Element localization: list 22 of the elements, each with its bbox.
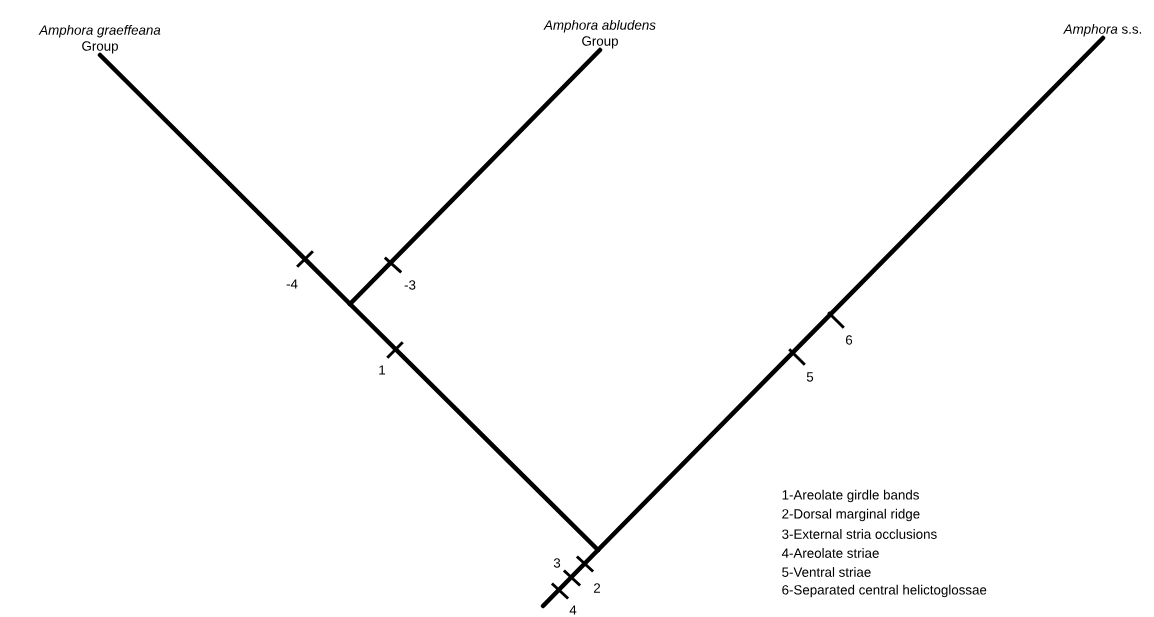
branch-line xyxy=(595,35,1106,553)
taxon-label: Amphora abludens Group xyxy=(543,19,656,49)
tick-number: 3 xyxy=(553,558,561,568)
branch-line xyxy=(540,547,601,609)
taxon-label: Amphora s.s. xyxy=(1063,23,1142,37)
legend-text: 2-Dorsal marginal ridge xyxy=(782,508,920,522)
taxon-label: Amphora graeffeana Group xyxy=(38,24,161,54)
tick-number: -3 xyxy=(404,280,416,290)
legend-text: 3-External stria occlusions xyxy=(782,529,937,539)
legend-text: 6-Separated central helictoglossae xyxy=(782,584,987,598)
legend-text: 4-Areolate striae xyxy=(781,548,879,558)
tick-number: 6 xyxy=(845,335,853,345)
branch-line xyxy=(347,47,603,307)
legend-text: 5-Ventral striae xyxy=(782,567,871,577)
tick-number: 5 xyxy=(806,372,814,382)
branch-line xyxy=(97,52,353,307)
tick-number: -4 xyxy=(286,279,298,289)
tick-number: 2 xyxy=(593,583,601,593)
branch-line xyxy=(347,301,601,553)
legend-text: 1-Areolate girdle bands xyxy=(782,489,919,503)
tick-number: 1 xyxy=(379,365,386,375)
tick-number: 4 xyxy=(569,605,577,615)
